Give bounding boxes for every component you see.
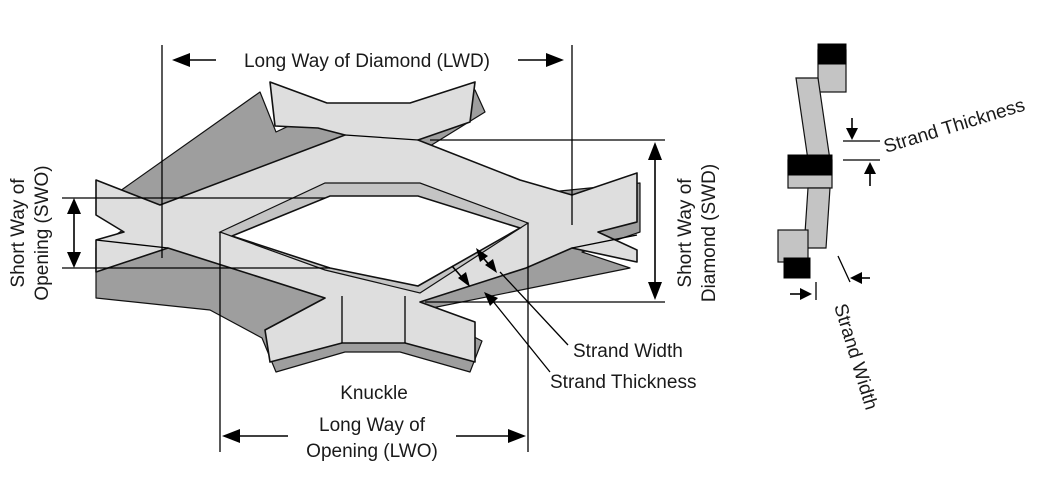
mesh-body	[95, 81, 641, 373]
side-strand-thickness-label: Strand Thickness	[881, 95, 1027, 158]
right-knuckle-line	[571, 234, 638, 249]
lwd-label: Long Way of Diamond (LWD)	[244, 51, 490, 72]
side-width-arrowhead-right	[850, 272, 862, 284]
side-width-arrowhead-left	[800, 288, 812, 300]
strand-thickness-arrowhead	[484, 292, 498, 306]
left-knuckle-line	[95, 239, 169, 249]
section-bottom-cap	[783, 257, 811, 279]
strand-thickness-leader	[491, 299, 551, 373]
swo-arrowhead-bottom	[67, 252, 81, 268]
lwd-arrowhead-left	[172, 53, 190, 67]
knuckle-label: Knuckle	[340, 383, 408, 404]
side-width-ext-right	[837, 255, 851, 283]
strand-width-leader	[499, 271, 569, 346]
dimension-lines	[62, 45, 665, 452]
cross-section-view: Strand Thickness Strand Width	[777, 43, 1028, 412]
swd-label-line1: Short Way of	[675, 178, 696, 288]
side-strand-width-label: Strand Width	[829, 301, 881, 412]
strand-width-arrowhead-b2	[485, 259, 497, 273]
swd-arrowhead-bottom	[648, 282, 662, 300]
swo-arrowhead-top	[67, 198, 81, 214]
side-thickness-arrowhead-top	[846, 128, 858, 140]
section-middle-cap	[787, 154, 833, 176]
labels: Long Way of Diamond (LWD) Short Way of O…	[8, 51, 720, 462]
section-lower-strand	[803, 187, 831, 249]
strand-width-arrowhead-a	[458, 272, 470, 287]
lwo-label-line1: Long Way of	[319, 415, 426, 436]
strand-width-label: Strand Width	[573, 341, 683, 362]
top-knuckle-line	[344, 134, 419, 141]
swo-label-line2: Opening (SWO)	[32, 165, 53, 300]
swd-label-line2: Diamond (SWD)	[699, 164, 720, 302]
lwo-arrowhead-left	[222, 429, 240, 443]
section-bottom-segment	[777, 229, 809, 263]
side-thickness-arrowhead-bottom	[864, 162, 876, 174]
swo-label-line1: Short Way of	[8, 178, 29, 288]
section-top-cap	[817, 43, 847, 65]
lwo-label-line2: Opening (LWO)	[306, 441, 438, 462]
lwd-arrowhead-right	[546, 53, 564, 67]
swd-arrowhead-top	[648, 142, 662, 160]
lwo-arrowhead-right	[508, 429, 526, 443]
strand-thickness-label: Strand Thickness	[550, 372, 696, 393]
strand-width-arrowhead-b1	[476, 248, 488, 262]
